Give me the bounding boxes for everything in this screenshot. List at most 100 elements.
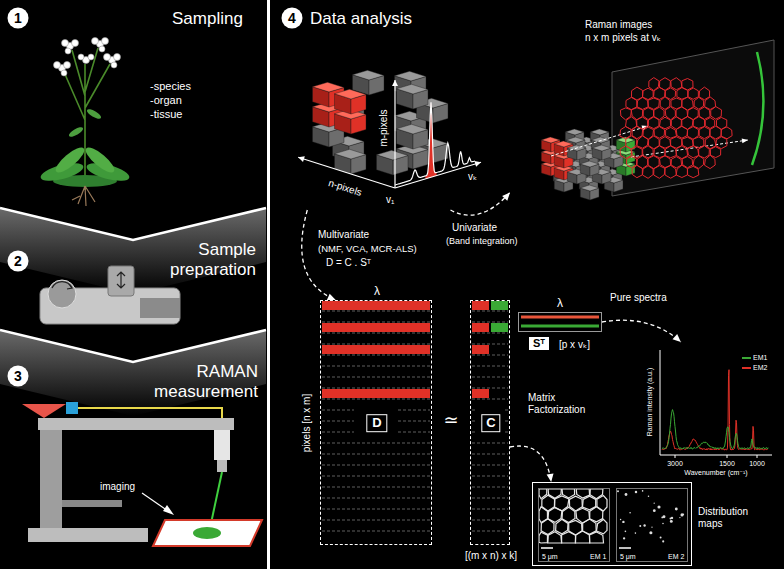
microscope-illustration (142, 493, 168, 511)
matrix-row-line (322, 454, 430, 455)
section-divider (0, 330, 266, 416)
step-number: 4 (288, 10, 296, 27)
badge-circle (282, 8, 303, 29)
plant-illustration (39, 38, 131, 207)
method-note: (NMF, VCA, MCR-ALS) (318, 243, 417, 254)
cell-outline (676, 126, 687, 138)
section-divider (0, 208, 266, 416)
plant-illustration (65, 48, 71, 54)
signal-dot (643, 524, 645, 526)
callout-label: imaging (100, 481, 135, 493)
spectrum-axes (675, 455, 757, 458)
microscope-illustration (62, 500, 122, 507)
cell-outline (676, 165, 687, 177)
matrix-row-line (472, 531, 508, 532)
connector (302, 210, 336, 300)
matrix-cell (491, 301, 508, 310)
matrix-row-line (322, 465, 430, 466)
node-label: EM 1 (590, 553, 606, 561)
cell-outline (575, 531, 589, 543)
axis-arrow (392, 80, 398, 86)
cell-outline (688, 88, 698, 99)
matrix-row-line (322, 520, 430, 521)
matrix-row-line (472, 344, 508, 345)
microscope-illustration (214, 430, 230, 460)
signal-dot (642, 490, 644, 492)
scale-bar (541, 547, 631, 549)
cell-outline (539, 532, 548, 543)
spectrum-line (662, 410, 768, 449)
cell-outline (632, 165, 642, 177)
raman-images: Raman imagesn x m pixels at vₖ (510, 16, 776, 212)
signal-dot (653, 509, 656, 512)
raman-image-panel (752, 52, 763, 165)
cell-outline (699, 127, 710, 139)
microscope-illustration (217, 460, 227, 472)
cell-outline (654, 146, 665, 158)
spectra-matrix: λSᵀ[p x vₖ] (518, 312, 602, 332)
distribution-maps-frame: Distribution maps5 μmEM 15 μmEM 2 (532, 482, 692, 566)
raman-cube-art (541, 125, 748, 200)
matrix-row-line (322, 344, 430, 345)
node-label: pixels [n x m] (301, 394, 313, 452)
cube-face (541, 137, 560, 143)
plant-illustration (52, 144, 87, 176)
panel-divider (267, 0, 270, 569)
plant-illustration (54, 62, 61, 69)
matrix-row-line (472, 322, 508, 323)
node-label: n x m pixels at vₖ (585, 32, 661, 44)
cube-face (353, 70, 385, 80)
matrix-row-line (505, 410, 508, 411)
hyperspectral-cube-art (298, 70, 481, 188)
connector-line (510, 446, 551, 482)
matrix-row (322, 345, 430, 354)
pure-spectra (662, 370, 768, 450)
leader-line (551, 126, 648, 156)
matrix-row-line (398, 432, 430, 433)
matrix-row-line (322, 531, 430, 532)
cell-outline (688, 166, 699, 177)
signal-dot (657, 505, 660, 508)
node-label: EM 2 (668, 553, 684, 561)
raman-image-panel (612, 40, 774, 196)
signal-dot (680, 513, 683, 516)
plant-illustration (92, 38, 99, 45)
node-label: vₖ (468, 171, 477, 183)
plant-illustration (78, 54, 84, 60)
matrix-row-line (322, 322, 430, 323)
signal-dot (649, 531, 652, 534)
matrix-row-line (472, 476, 508, 477)
node-label: 1500 (719, 460, 735, 468)
microscope-illustration (153, 520, 262, 546)
cell-outline (710, 147, 720, 158)
cell-outline (632, 147, 643, 158)
connector (510, 446, 554, 482)
plant-illustration (104, 54, 111, 61)
microscope-illustration (22, 402, 262, 546)
spectrum-line (395, 102, 475, 185)
matrix-row-line (472, 520, 508, 521)
cell-outline (665, 146, 676, 158)
matrix-row-line (322, 487, 430, 488)
spectrum-line (662, 370, 768, 450)
cell-outline (687, 146, 698, 158)
node-label: 3000 (667, 460, 683, 468)
matrix-row-line (322, 421, 354, 422)
cube-face (565, 129, 584, 135)
node-label: D (366, 414, 387, 432)
cell-outline (562, 532, 576, 543)
cube-face (592, 145, 611, 151)
node-label: Raman images (585, 19, 652, 31)
signal-dot (623, 537, 625, 539)
matrix-row-line (322, 399, 430, 400)
method-note: (Band integration) (446, 236, 518, 247)
matrix-row-line (472, 498, 508, 499)
matrix-row-line (472, 333, 508, 334)
spectrum-axes (660, 350, 772, 455)
matrix-row-line (322, 498, 430, 499)
edge-label: Univariate (452, 222, 497, 234)
cube-face (566, 137, 585, 143)
cell-outline (654, 127, 665, 139)
axis-line (395, 162, 481, 188)
